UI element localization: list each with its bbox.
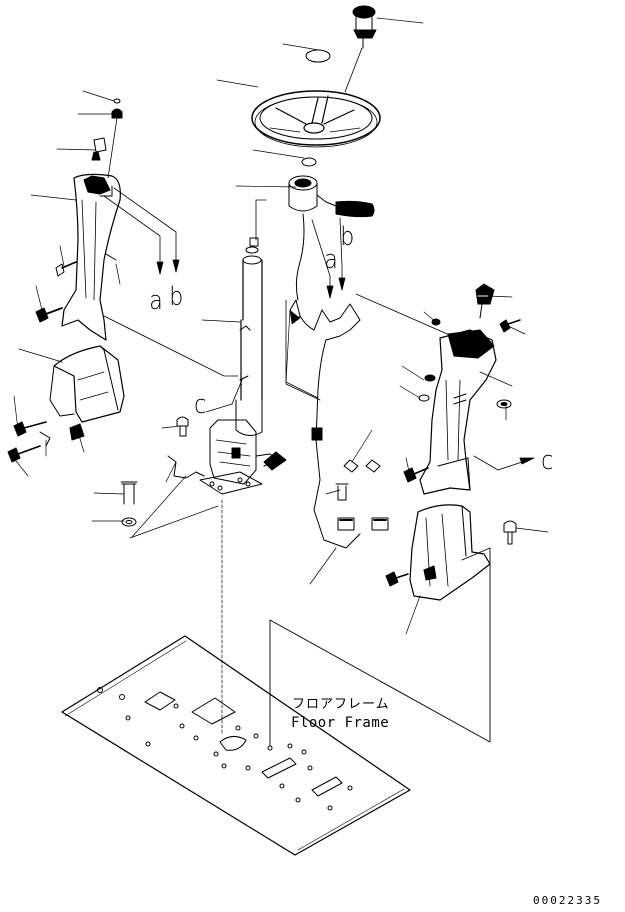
connector xyxy=(311,427,323,441)
steering-column xyxy=(199,237,279,495)
spinner-knob xyxy=(352,5,377,49)
left-lower-cover xyxy=(49,345,125,441)
left-top-parts xyxy=(91,98,123,161)
ref-label-a-right: a xyxy=(324,245,338,275)
reference-arrows xyxy=(103,187,535,471)
steering-nut xyxy=(301,157,317,167)
column-bolts xyxy=(120,416,189,527)
ref-label-c-right: c xyxy=(541,446,554,476)
steering-wheel xyxy=(251,90,381,148)
right-upper-cover xyxy=(419,283,497,495)
right-lower-cover xyxy=(409,504,491,601)
ref-label-a-left: a xyxy=(149,286,163,316)
switch-block xyxy=(263,451,287,471)
ref-label-b-right: b xyxy=(340,222,355,252)
floor-frame-label-jp: フロアフレーム xyxy=(292,697,390,712)
ref-label-c-left: c xyxy=(194,390,207,420)
right-lower-bolts xyxy=(335,459,517,587)
floor-frame-callout-lines xyxy=(269,547,491,746)
drawing-code: 00022335 xyxy=(533,894,602,907)
left-upper-cover xyxy=(61,173,121,341)
floor-frame-plate xyxy=(61,635,411,856)
left-screws xyxy=(7,261,77,463)
floor-frame-label-en: Floor Frame xyxy=(291,715,390,731)
ref-label-b-left: b xyxy=(169,282,184,312)
combination-switch xyxy=(288,175,375,218)
horn-cap xyxy=(305,49,331,63)
leader-lines xyxy=(11,17,549,635)
link-rod xyxy=(167,455,205,479)
right-fasteners xyxy=(403,319,521,483)
